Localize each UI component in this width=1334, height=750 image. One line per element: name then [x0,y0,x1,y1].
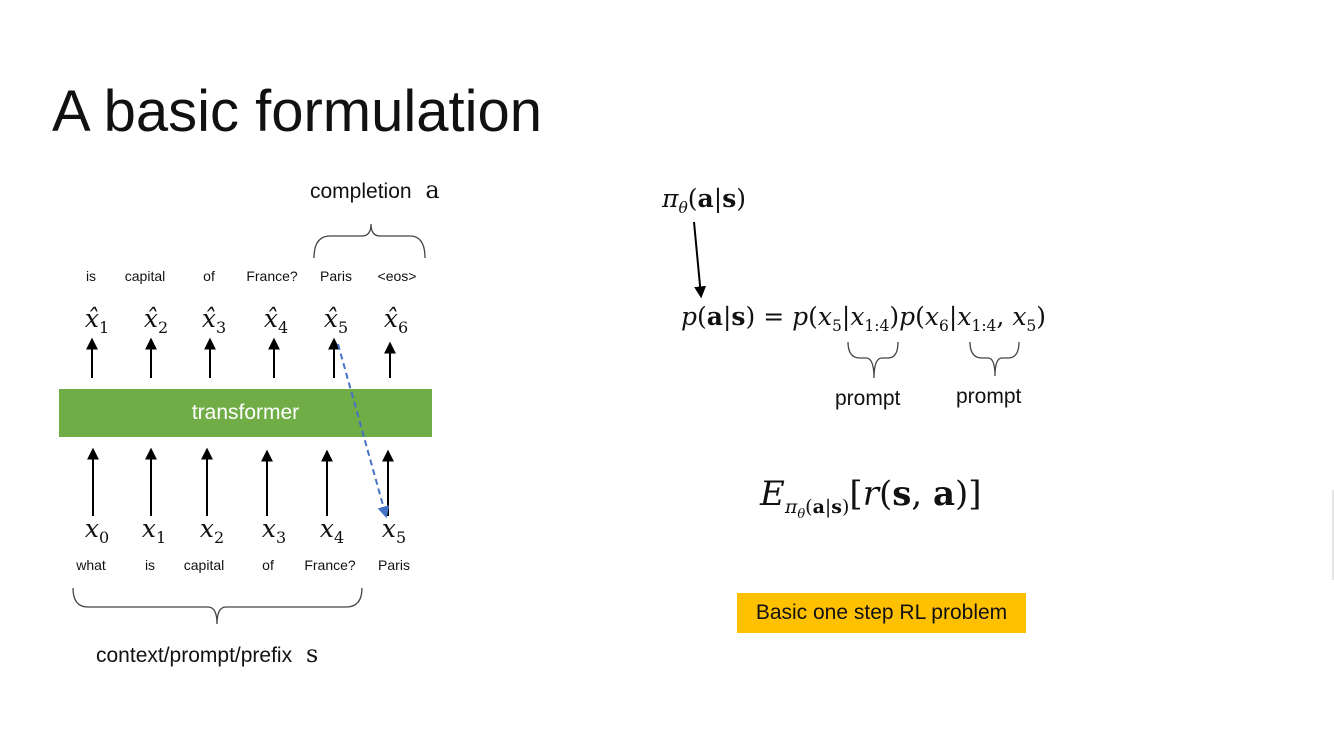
output-token-2: capital [124,268,166,284]
completion-label-text: completion [310,180,412,203]
input-token-1: is [144,557,156,573]
output-symbol-5: x̂5 [323,304,349,337]
output-token-1: is [85,268,97,284]
input-symbol-0: x0 [84,514,110,547]
output-symbol-2: x̂2 [143,304,169,337]
prompt-label-2: prompt [956,385,1022,408]
input-token-3: of [262,557,274,573]
input-token-4: France? [304,557,356,573]
transformer-block: transformer [59,389,432,437]
input-token-2: capital [183,557,225,573]
context-label-text: context/prompt/prefix [96,644,293,667]
prompt-brace-2 [969,341,1020,377]
context-label: context/prompt/prefix s [96,640,318,668]
input-symbol-1: x1 [141,514,167,547]
input-token-5: Paris [378,557,410,573]
policy-expression: πθ(a|s) [662,184,747,217]
completion-label: completion a [310,176,440,204]
completion-symbol: a [425,176,440,204]
output-token-3: of [203,268,215,284]
prompt-label-1: prompt [835,387,901,410]
output-token-4: France? [246,268,298,284]
output-token-6: <eos> [377,268,417,284]
input-symbol-2: x2 [199,514,225,547]
factorization-equation: p(a|s) = p(x5|x1:4)p(x6|x1:4, x5) [681,302,1047,335]
input-symbol-4: x4 [319,514,345,547]
policy-arrow [693,221,707,299]
feedback-dashed-arrow [337,343,390,519]
context-brace [72,587,363,625]
slide-title: A basic formulation [52,79,543,144]
output-symbol-6: x̂6 [383,304,409,337]
input-symbol-5: x5 [381,514,407,547]
rl-problem-badge: Basic one step RL problem [737,593,1026,633]
context-symbol: s [305,640,319,668]
output-symbol-4: x̂4 [263,304,289,337]
input-token-0: what [76,557,106,573]
expectation-expression: Eπθ(a|s)[r(s, a)] [760,474,982,522]
output-symbol-1: x̂1 [84,304,110,337]
output-symbol-3: x̂3 [201,304,227,337]
output-token-5: Paris [320,268,352,284]
input-symbol-3: x3 [261,514,287,547]
completion-brace [313,223,426,259]
prompt-brace-1 [847,341,899,379]
